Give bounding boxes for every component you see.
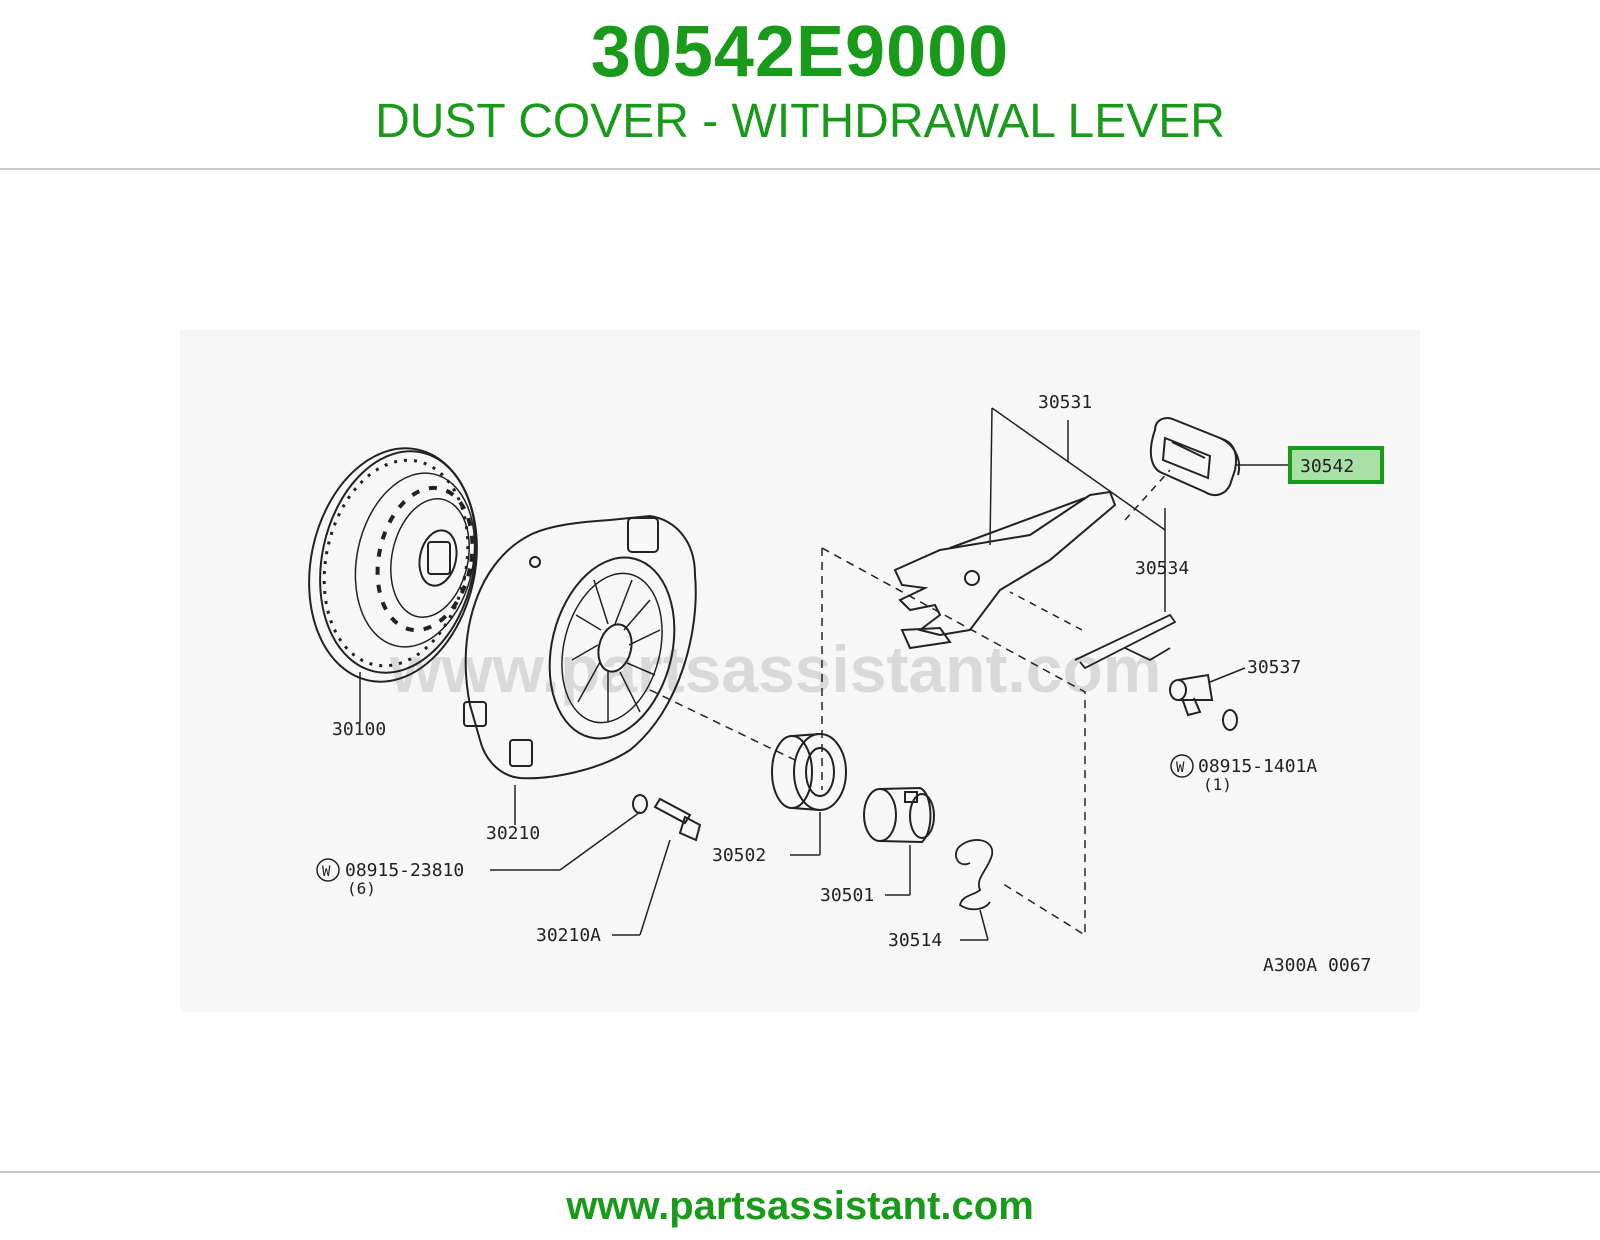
leader-30210a [639,839,671,936]
highlighted-callout-box[interactable] [1288,446,1384,484]
pin-washer-part[interactable] [1222,709,1238,731]
cover-bolt-part[interactable] [653,797,702,842]
callout-30531[interactable]: 30531 [1038,392,1092,413]
callout-30514[interactable]: 30514 [888,930,942,951]
release-bearing-part[interactable] [771,733,847,811]
callout-08915-1401a-qty: (1) [1203,775,1232,794]
diagram-background [180,330,1420,1012]
dust-cover-part[interactable] [1149,417,1240,497]
figure-code: A300A 0067 [1263,955,1371,976]
w-mark-icon-2 [1170,754,1194,778]
callout-30502[interactable]: 30502 [712,845,766,866]
header-divider [0,168,1600,170]
callout-08915-23810[interactable]: 08915-23810 [345,860,464,881]
bearing-sleeve-part[interactable] [863,786,935,844]
clutch-disc-part[interactable] [288,433,497,698]
callout-30210[interactable]: 30210 [486,823,540,844]
clutch-cover-part[interactable] [463,514,697,780]
callout-30534[interactable]: 30534 [1135,558,1189,579]
callout-08915-1401a[interactable]: 08915-1401A [1198,756,1317,777]
w-mark-label: W [322,864,331,880]
callout-08915-23810-qty: (6) [347,879,376,898]
part-number-title: 30542E9000 [590,12,1010,92]
w-mark-label-2: W [1176,760,1185,776]
exploded-parts-diagram: www.partsassistant.com 30100 [180,330,1420,1012]
callout-30210a[interactable]: 30210A [536,925,601,946]
footer-divider [0,1171,1600,1173]
callout-30542-highlighted[interactable]: 30542 [1300,456,1354,477]
retainer-spring-part[interactable] [955,839,993,911]
diagram-canvas: www.partsassistant.com 30100 [180,330,1420,1012]
page-header: 30542E9000 DUST COVER - WITHDRAWAL LEVER [0,0,1600,168]
leader-30537 [1209,667,1246,683]
lever-spring-part[interactable] [1074,613,1177,670]
group-box-outline [821,547,1086,937]
callout-30100[interactable]: 30100 [332,719,386,740]
withdrawal-lever-part[interactable] [893,490,1117,650]
diagram-watermark: www.partsassistant.com [389,632,1161,706]
part-description: DUST COVER - WITHDRAWAL LEVER [375,95,1225,148]
w-mark-icon [316,858,340,882]
leader-08915-23810 [559,811,641,871]
callout-30501[interactable]: 30501 [820,885,874,906]
leader-30514 [979,909,989,941]
pivot-pin-part[interactable] [1169,673,1214,717]
cover-washer-part[interactable] [632,794,648,814]
callout-30537[interactable]: 30537 [1247,657,1301,678]
footer-url[interactable]: www.partsassistant.com [566,1184,1034,1228]
leader-30531-left [989,407,993,546]
